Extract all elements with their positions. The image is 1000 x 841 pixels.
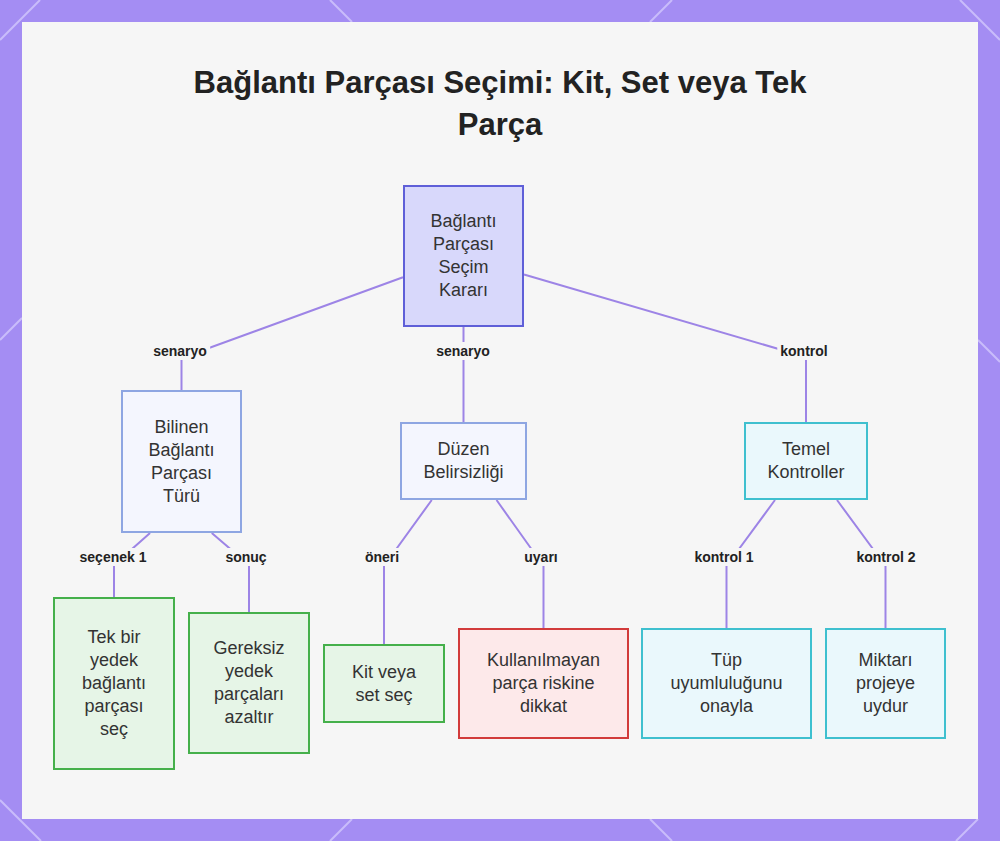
result-box: Gereksiz yedek parçaları azaltır [188,612,310,754]
diagram-title: Bağlantı Parçası Seçimi: Kit, Set veya T… [150,62,850,146]
connector-line [212,533,249,612]
scenario-box: Bilinen Bağlantı Parçası Türü [121,390,242,533]
scenario-box: Düzen Belirsizliği [400,422,527,500]
edge-label: senaryo [433,342,493,360]
connector-line [384,500,432,644]
node-text: Düzen Belirsizliği [417,438,510,484]
edge-label: kontrol 2 [853,548,918,566]
option-box: Tek bir yedek bağlantı parçası seç [53,597,175,770]
node-text: Miktarı projeye uydur [842,649,929,718]
edge-label: sonuç [222,548,269,566]
recommendation-box: Kit veya set seç [323,644,445,723]
node-text: Kit veya set seç [340,661,428,707]
node-text: Temel Kontroller [761,438,851,484]
connector-line [524,274,806,422]
check-box: Tüp uyumluluğunu onayla [641,628,812,739]
edge-label: uyarı [521,548,560,566]
node-text: Bağlantı Parçası Seçim Kararı [420,210,507,302]
edge-label: kontrol [777,342,830,360]
decision-box: Bağlantı Parçası Seçim Kararı [403,185,524,327]
node-text: Tek bir yedek bağlantı parçası seç [70,626,158,741]
edge-label: seçenek 1 [77,548,150,566]
node-text: Kullanılmayan parça riskine dikkat [475,649,612,718]
check-box: Miktarı projeye uydur [825,628,946,739]
edge-label: öneri [362,548,402,566]
edge-label: senaryo [150,342,210,360]
node-text: Bilinen Bağlantı Parçası Türü [138,416,225,508]
warning-box: Kullanılmayan parça riskine dikkat [458,628,629,739]
edge-label: kontrol 1 [691,548,756,566]
check-box: Temel Kontroller [744,422,868,500]
node-text: Tüp uyumluluğunu onayla [658,649,795,718]
connector-line [182,277,404,390]
node-text: Gereksiz yedek parçaları azaltır [205,637,293,729]
